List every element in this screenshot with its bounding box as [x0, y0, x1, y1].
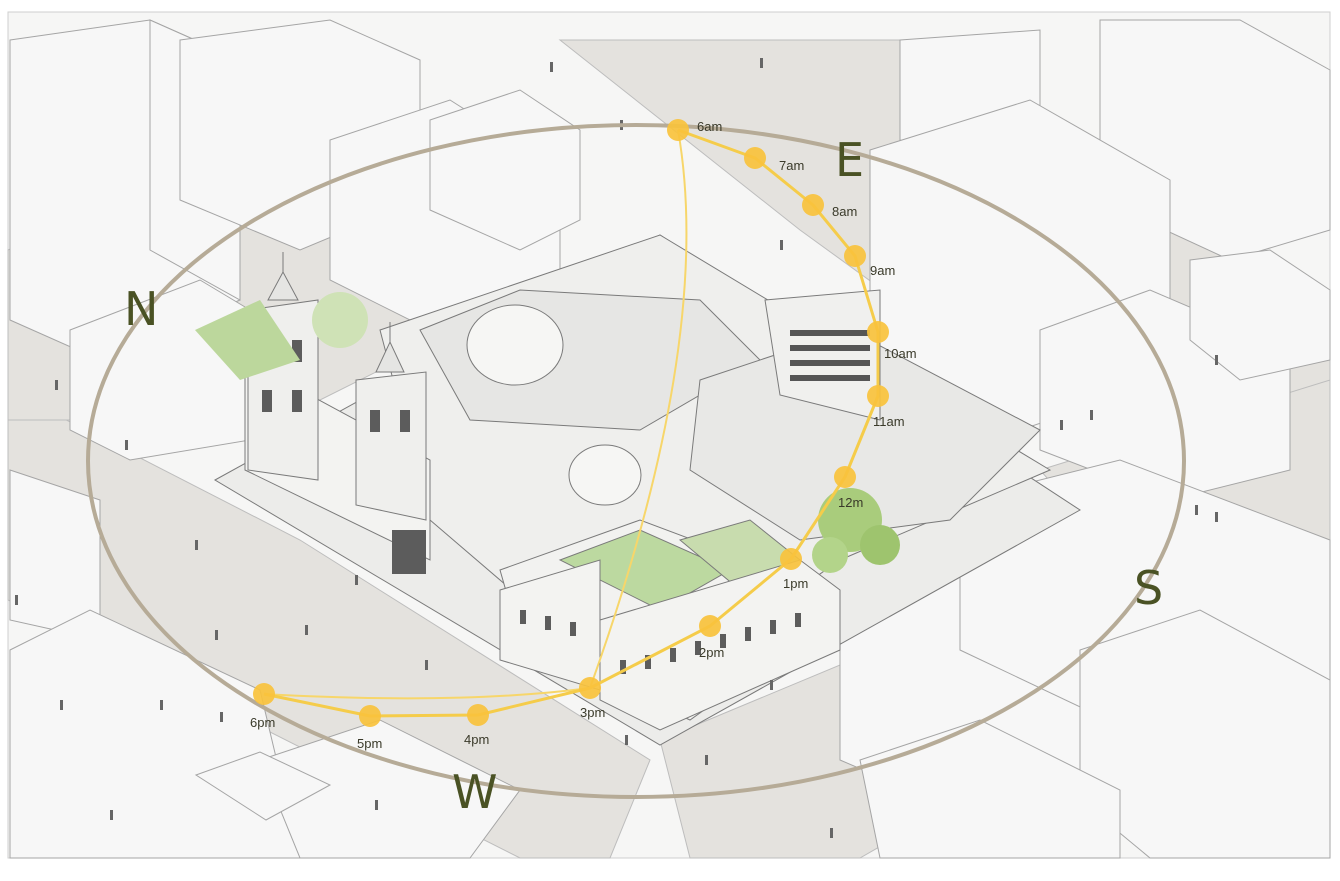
hour-labels: 6am 7am 8am 9am 10am 11am 12m 1pm 2pm 3p…	[250, 119, 917, 751]
bell-tower-right	[355, 371, 427, 521]
compass-south: S	[1134, 561, 1163, 615]
hour-label-5pm: 5pm	[357, 736, 382, 751]
pedestrians	[15, 58, 1218, 838]
sun-marker-12m	[834, 466, 856, 488]
secondary-dome	[568, 444, 642, 506]
sun-marker-11am	[867, 385, 889, 407]
hour-label-10am: 10am	[884, 346, 917, 361]
trees	[195, 292, 900, 573]
hour-label-2pm: 2pm	[699, 645, 724, 660]
sun-marker-1pm	[780, 548, 802, 570]
east-annex	[764, 289, 881, 421]
compass-east: E	[835, 133, 864, 187]
annex-windows	[790, 330, 870, 381]
compass-west: W	[452, 765, 497, 819]
sun-marker-5pm	[359, 705, 381, 727]
orbit-ring	[86, 123, 1186, 799]
hour-label-11am: 11am	[873, 414, 905, 429]
south-wing-windows	[520, 610, 801, 674]
monastery-complex	[213, 234, 1081, 746]
sun-marker-6pm	[253, 683, 275, 705]
sun-markers	[253, 119, 889, 727]
sun-marker-8am	[802, 194, 824, 216]
sun-marker-10am	[867, 321, 889, 343]
sun-marker-7am	[744, 147, 766, 169]
hour-label-6pm: 6pm	[250, 715, 275, 730]
sun-marker-4pm	[467, 704, 489, 726]
hour-label-8am: 8am	[832, 204, 857, 219]
sun-marker-9am	[844, 245, 866, 267]
hour-label-7am: 7am	[779, 158, 804, 173]
hour-label-4pm: 4pm	[464, 732, 489, 747]
hour-label-1pm: 1pm	[783, 576, 808, 591]
hour-label-6am: 6am	[697, 119, 722, 134]
hour-label-9am: 9am	[870, 263, 895, 278]
hour-label-3pm: 3pm	[580, 705, 605, 720]
sun-marker-6am	[667, 119, 689, 141]
hour-label-12m: 12m	[838, 495, 863, 510]
sun-path-inner-arc	[263, 129, 688, 700]
surrounding-buildings	[9, 19, 1331, 859]
compass-labels: N E S W	[124, 133, 1163, 819]
sun-marker-3pm	[579, 677, 601, 699]
main-dome	[466, 304, 564, 386]
compass-north: N	[124, 282, 158, 336]
sun-marker-2pm	[699, 615, 721, 637]
